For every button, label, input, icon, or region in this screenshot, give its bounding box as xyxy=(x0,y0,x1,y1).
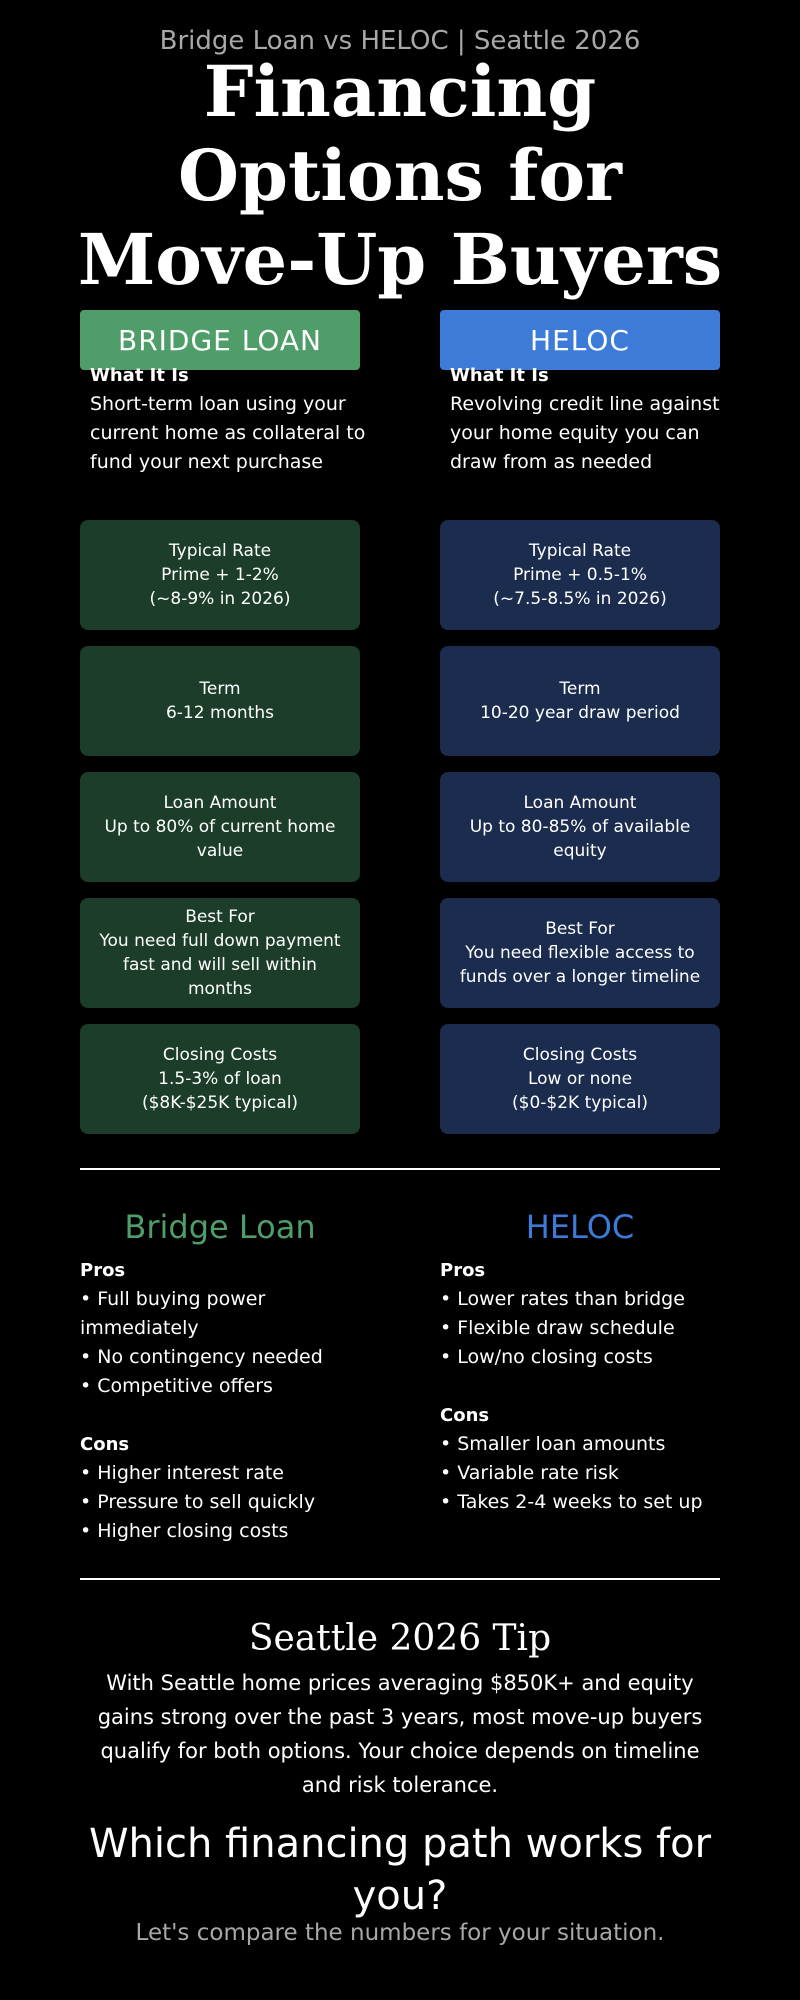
card-label: Closing Costs xyxy=(522,1045,638,1065)
bridge-pros-list: Pros • Full buying power immediately • N… xyxy=(80,1256,380,1401)
card-value: (~7.5-8.5% in 2026) xyxy=(493,589,667,609)
card-value: Up to 80-85% of available equity xyxy=(469,817,691,861)
heloc-card-loan-amount: Loan Amount Up to 80-85% of available eq… xyxy=(440,772,720,882)
heloc-card-best-for: Best For You need flexible access to fun… xyxy=(440,898,720,1008)
bridge-card-term: Term 6-12 months xyxy=(80,646,360,756)
card-value: Prime + 0.5-1% xyxy=(513,565,647,585)
bridge-card-loan-amount: Loan Amount Up to 80% of current home va… xyxy=(80,772,360,882)
tip-body: With Seattle home prices averaging $850K… xyxy=(97,1671,703,1797)
card-label: Loan Amount xyxy=(163,793,277,813)
section-divider xyxy=(80,1578,720,1580)
bridge-card-closing-costs: Closing Costs 1.5-3% of loan ($8K-$25K t… xyxy=(80,1024,360,1134)
list-item: • Higher closing costs xyxy=(80,1520,289,1542)
cta-heading: Which financing path works for you? xyxy=(88,1821,712,1919)
list-item: • Competitive offers xyxy=(80,1375,273,1397)
bridge-card-rate: Typical Rate Prime + 1-2% (~8-9% in 2026… xyxy=(80,520,360,630)
heloc-pros-list: Pros • Lower rates than bridge • Flexibl… xyxy=(440,1256,740,1372)
heloc-card-term: Term 10-20 year draw period xyxy=(440,646,720,756)
card-value: 6-12 months xyxy=(165,703,275,723)
list-item: • Full buying power immediately xyxy=(80,1288,266,1339)
card-value: You need full down payment fast and will… xyxy=(99,931,341,999)
cons-label: Cons xyxy=(440,1405,490,1426)
card-value: ($0-$2K typical) xyxy=(512,1093,648,1113)
card-value: Low or none xyxy=(527,1069,633,1089)
bridge-what-body: Short-term loan using your current home … xyxy=(90,393,366,473)
bridge-loan-header: BRIDGE LOAN xyxy=(80,310,360,370)
list-item: • Takes 2-4 weeks to set up xyxy=(440,1491,703,1513)
bridge-card-best-for: Best For You need full down payment fast… xyxy=(80,898,360,1008)
heloc-what-body: Revolving credit line against your home … xyxy=(450,393,720,473)
card-label: Best For xyxy=(545,919,615,939)
card-value: ($8K-$25K typical) xyxy=(141,1093,299,1113)
cons-label: Cons xyxy=(80,1434,130,1455)
pros-label: Pros xyxy=(440,1260,486,1281)
card-label: Best For xyxy=(185,907,255,927)
list-item: • Lower rates than bridge xyxy=(440,1288,685,1310)
heloc-card-rate: Typical Rate Prime + 0.5-1% (~7.5-8.5% i… xyxy=(440,520,720,630)
bridge-proscons-title: Bridge Loan xyxy=(124,1208,316,1246)
card-label: Term xyxy=(199,679,241,699)
list-item: • Low/no closing costs xyxy=(440,1346,653,1368)
infographic-title: Financing Options for Move-Up Buyers xyxy=(77,50,723,301)
bridge-cons-list: Cons • Higher interest rate • Pressure t… xyxy=(80,1430,380,1546)
cta-subtext: Let's compare the numbers for your situa… xyxy=(135,1920,665,1946)
card-value: 10-20 year draw period xyxy=(480,703,680,723)
section-divider xyxy=(80,1168,720,1170)
bridge-what-label: What It Is xyxy=(90,365,189,386)
card-value: Prime + 1-2% xyxy=(161,565,279,585)
infographic-subtitle: Bridge Loan vs HELOC | Seattle 2026 xyxy=(159,26,641,56)
list-item: • Higher interest rate xyxy=(80,1462,284,1484)
card-value: (~8-9% in 2026) xyxy=(149,589,291,609)
list-item: • Flexible draw schedule xyxy=(440,1317,675,1339)
heloc-card-closing-costs: Closing Costs Low or none ($0-$2K typica… xyxy=(440,1024,720,1134)
tip-title: Seattle 2026 Tip xyxy=(248,1618,552,1659)
card-label: Typical Rate xyxy=(528,541,632,561)
card-value: You need flexible access to funds over a… xyxy=(459,943,701,987)
card-label: Term xyxy=(559,679,601,699)
card-value: Up to 80% of current home value xyxy=(104,817,336,861)
list-item: • No contingency needed xyxy=(80,1346,323,1368)
list-item: • Pressure to sell quickly xyxy=(80,1491,316,1513)
heloc-header: HELOC xyxy=(440,310,720,370)
card-label: Typical Rate xyxy=(168,541,272,561)
heloc-what-label: What It Is xyxy=(450,365,549,386)
list-item: • Smaller loan amounts xyxy=(440,1433,666,1455)
bridge-what-it-is: What It Is Short-term loan using your cu… xyxy=(90,364,370,477)
card-value: 1.5-3% of loan xyxy=(158,1069,282,1089)
card-label: Loan Amount xyxy=(523,793,637,813)
heloc-cons-list: Cons • Smaller loan amounts • Variable r… xyxy=(440,1401,740,1517)
card-label: Closing Costs xyxy=(162,1045,278,1065)
list-item: • Variable rate risk xyxy=(440,1462,619,1484)
heloc-proscons-title: HELOC xyxy=(525,1208,635,1246)
pros-label: Pros xyxy=(80,1260,126,1281)
heloc-what-it-is: What It Is Revolving credit line against… xyxy=(450,364,730,477)
